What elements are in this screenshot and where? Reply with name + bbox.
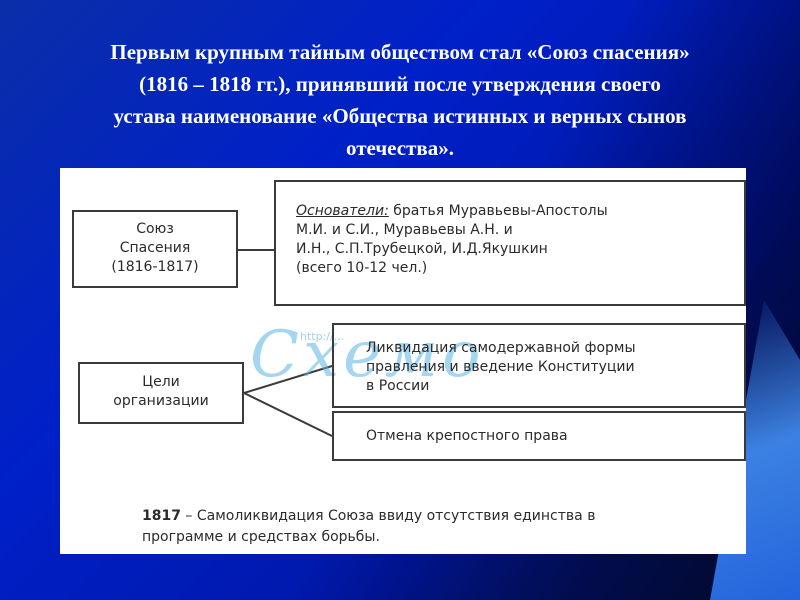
footnote-text: программе и средствах борьбы. xyxy=(142,529,380,545)
slide-title: Первым крупным тайным обществом стал «Со… xyxy=(20,36,780,164)
founders-label: Основатели: xyxy=(296,203,389,219)
founders-line: И.Н., С.П.Трубецкой, И.Д.Якушкин xyxy=(296,241,548,257)
goal-line: Отмена крепостного права xyxy=(366,428,568,444)
scheme-image: Схемо http://... Союз Спасения (1816-181… xyxy=(60,168,746,554)
title-line: устава наименование «Общества истинных и… xyxy=(113,104,687,128)
goals-box-line: Цели xyxy=(142,374,180,390)
goal-line: Ликвидация самодержавной формы xyxy=(366,340,636,356)
founders-text: братья Муравьевы-Апостолы xyxy=(388,203,608,219)
union-box: Союз Спасения (1816-1817) xyxy=(72,210,238,288)
goal-box-abolish-autocracy: Ликвидация самодержавной формы правления… xyxy=(332,323,746,408)
goals-box-line: организации xyxy=(113,393,209,409)
title-line: (1816 – 1818 гг.), принявший после утвер… xyxy=(139,72,661,96)
title-line: отечества». xyxy=(346,136,454,160)
founders-line: Основатели: братья Муравьевы-Апостолы xyxy=(296,202,744,221)
goals-box: Цели организации xyxy=(78,362,244,424)
founders-box: Основатели: братья Муравьевы-Апостолы М.… xyxy=(274,180,746,306)
founders-line: М.И. и С.И., Муравьевы А.Н. и xyxy=(296,222,513,238)
connector-lines xyxy=(238,249,333,437)
goal-box-abolish-serfdom: Отмена крепостного права xyxy=(332,411,746,461)
footnote: 1817 – Самоликвидация Союза ввиду отсутс… xyxy=(142,506,732,548)
goals-goal2-connector xyxy=(243,392,333,437)
goal-line: в России xyxy=(366,378,430,394)
footnote-year: 1817 xyxy=(142,508,181,524)
footnote-text: – Самоликвидация Союза ввиду отсутствия … xyxy=(180,508,596,524)
goal-line: правления и введение Конституции xyxy=(366,359,635,375)
union-box-line: (1816-1817) xyxy=(111,259,199,275)
union-box-line: Союз xyxy=(136,221,174,237)
goals-goal1-connector xyxy=(243,365,333,394)
founders-line: (всего 10-12 чел.) xyxy=(296,260,428,276)
union-box-line: Спасения xyxy=(119,240,191,256)
title-line: Первым крупным тайным обществом стал «Со… xyxy=(110,40,690,64)
